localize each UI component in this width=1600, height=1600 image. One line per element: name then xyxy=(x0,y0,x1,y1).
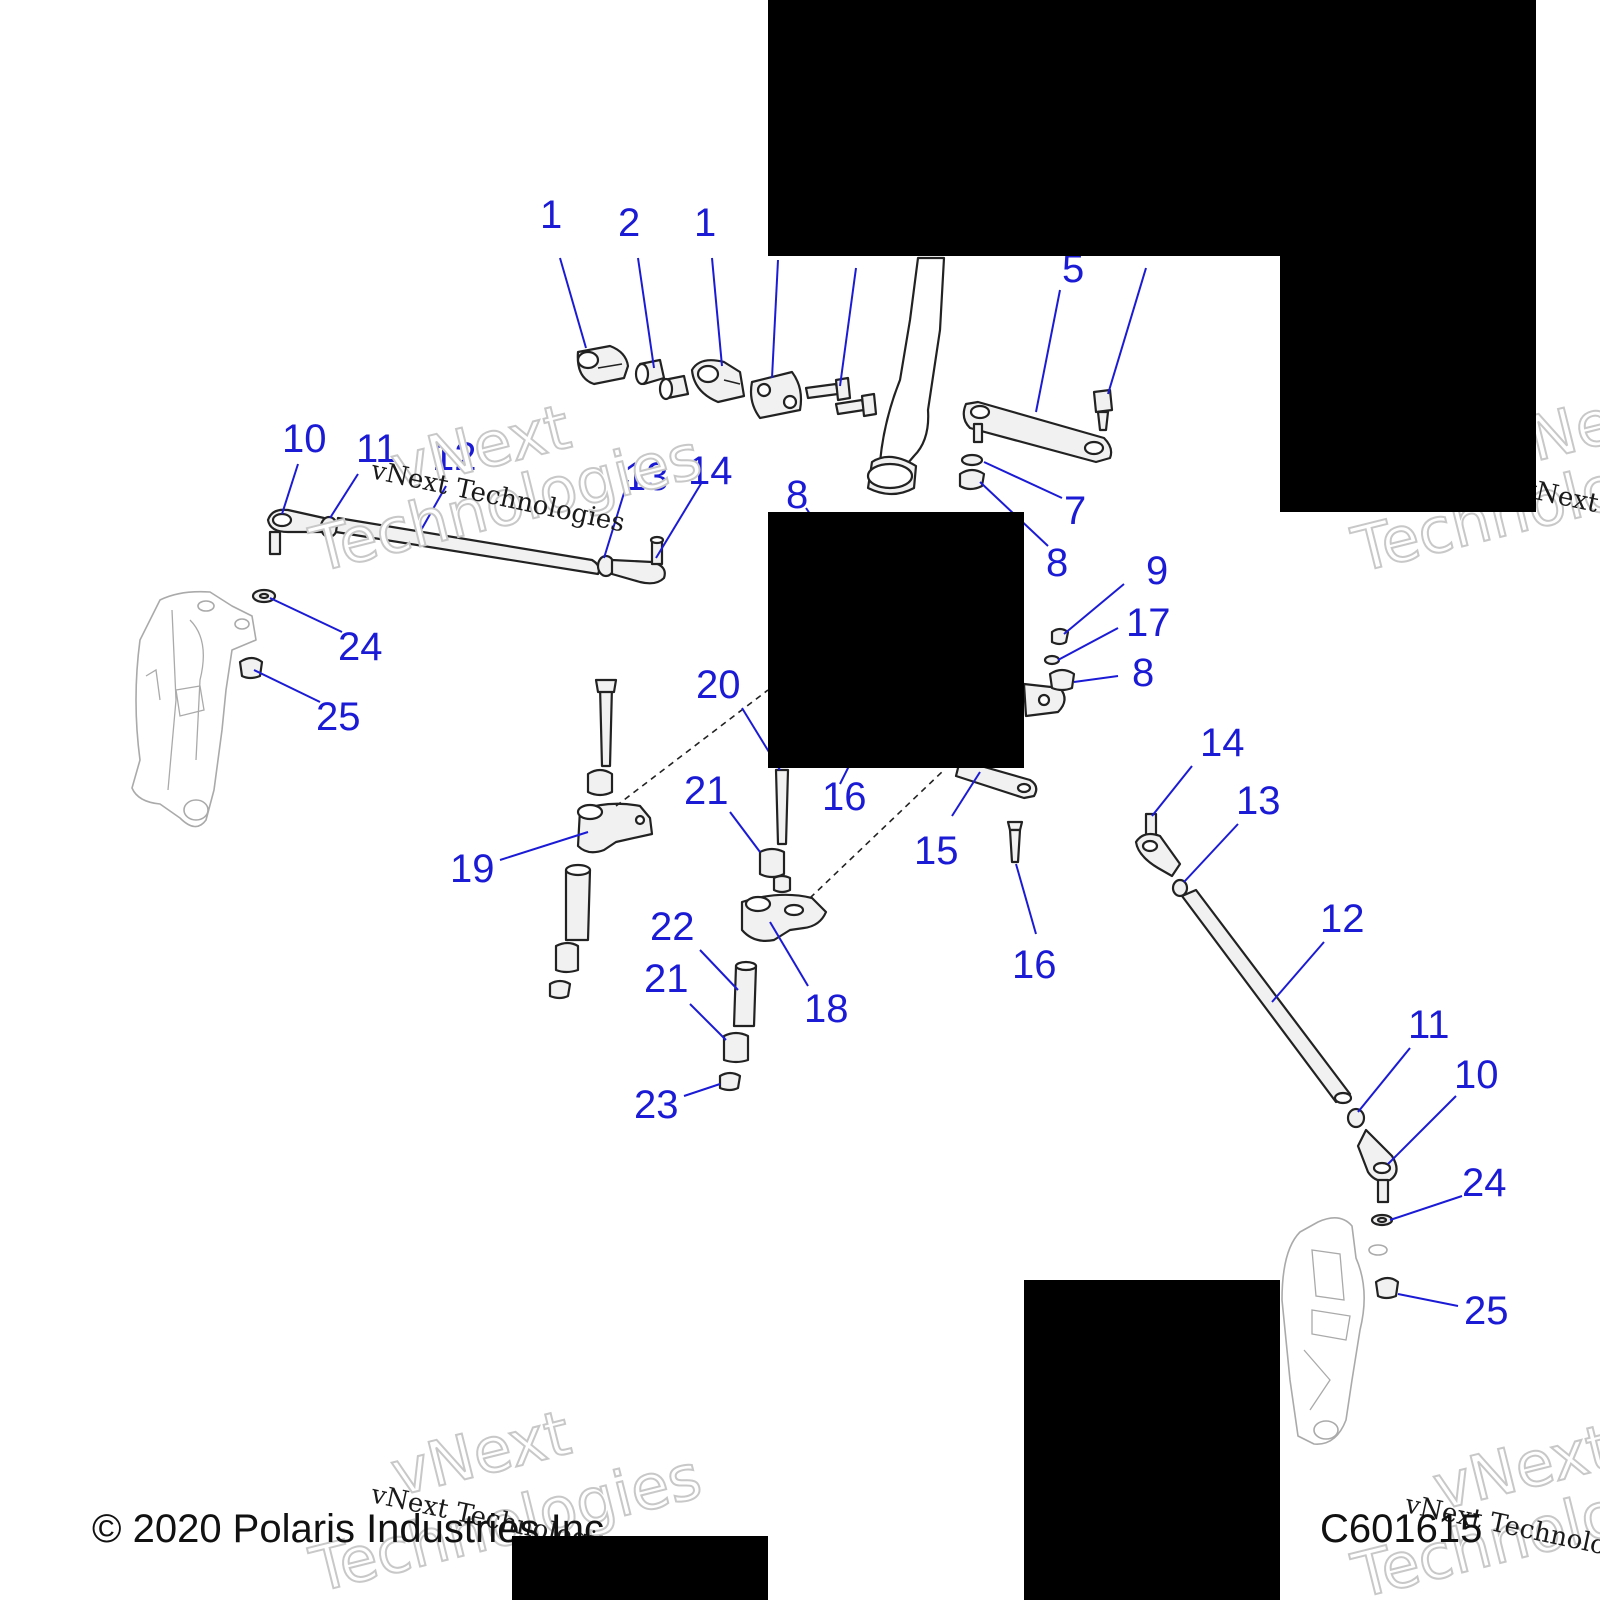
part-17-washer xyxy=(1043,654,1061,666)
callout-13: 13 xyxy=(624,455,669,499)
callout-18: 18 xyxy=(804,987,849,1031)
part-24-washer-right xyxy=(1370,1213,1394,1227)
callout-11: 11 xyxy=(356,427,398,471)
callout-8: 8 xyxy=(786,473,808,517)
part-16-bolt xyxy=(1006,820,1024,864)
callout-22: 22 xyxy=(650,905,695,949)
callout-16: 16 xyxy=(822,775,867,819)
callout-25: 25 xyxy=(1464,1289,1509,1333)
part-11-jam-nut-right xyxy=(1346,1107,1366,1129)
callout-23: 23 xyxy=(634,1083,679,1127)
callout-1: 1 xyxy=(540,193,562,237)
callout-25: 25 xyxy=(316,695,361,739)
callout-14: 14 xyxy=(688,449,733,493)
part-14-tie-rod-end-right xyxy=(1134,812,1182,878)
diagram-code: C601615 xyxy=(1320,1507,1482,1551)
part-15-center-link xyxy=(954,758,1038,800)
callout-24: 24 xyxy=(338,625,383,669)
part-24-washer-left xyxy=(251,588,277,604)
part-25-nut-right xyxy=(1374,1276,1400,1300)
callout-9: 9 xyxy=(1146,549,1168,593)
callout-1: 1 xyxy=(694,201,716,245)
part-14-tie-rod-end-left xyxy=(610,535,666,585)
callout-15: 15 xyxy=(914,829,959,873)
part-1-clamp-left xyxy=(576,344,630,386)
callout-8: 8 xyxy=(1046,541,1068,585)
callout-12: 12 xyxy=(432,435,477,479)
callout-17: 17 xyxy=(1126,601,1171,645)
callout-2: 2 xyxy=(618,201,640,245)
redaction-block-bottom-right xyxy=(1024,1280,1280,1600)
callout-21: 21 xyxy=(684,769,729,813)
callout-labels: 1 2 1 5 10 11 12 13 14 8 7 8 9 17 8 24 2… xyxy=(282,193,1509,1333)
part-steering-column xyxy=(866,256,946,496)
callout-24: 24 xyxy=(1462,1161,1507,1205)
part-9-nut xyxy=(1050,627,1070,646)
part-knuckle-left xyxy=(131,590,257,828)
redaction-block-center xyxy=(768,512,1024,768)
callout-12: 12 xyxy=(1320,897,1365,941)
part-5-pitman-arm xyxy=(962,400,1113,464)
alignment-dashed-line-right xyxy=(809,769,945,899)
part-5-bolt xyxy=(1092,388,1114,432)
callout-20: 20 xyxy=(696,663,741,707)
callout-5: 5 xyxy=(1062,247,1084,291)
part-18-idler-arm xyxy=(718,768,828,1092)
callout-16: 16 xyxy=(1012,943,1057,987)
callout-7: 7 xyxy=(1064,489,1086,533)
part-12-tie-rod-right xyxy=(1180,888,1353,1105)
callout-8: 8 xyxy=(1132,651,1154,695)
redaction-block-top xyxy=(768,0,1536,256)
redaction-blocks xyxy=(512,0,1536,1600)
part-19-idler-arm xyxy=(548,678,654,1000)
part-knuckle-right xyxy=(1281,1217,1388,1445)
part-1-clamp-right xyxy=(690,359,746,404)
callout-10: 10 xyxy=(282,417,327,461)
part-10-tie-rod-end-right xyxy=(1356,1128,1398,1204)
callout-13: 13 xyxy=(1236,779,1281,823)
part-8-nut-top xyxy=(958,468,986,491)
callout-10: 10 xyxy=(1454,1053,1499,1097)
callout-21: 21 xyxy=(644,957,689,1001)
callout-19: 19 xyxy=(450,847,495,891)
callout-11: 11 xyxy=(1408,1003,1450,1047)
watermark-lower-right: vNext Technologies vNext Technologies xyxy=(1344,1409,1600,1600)
part-link-plate xyxy=(749,370,803,420)
part-7-washer xyxy=(960,453,984,467)
part-13-jam-nut-right xyxy=(1171,878,1189,898)
redaction-block-bottom xyxy=(512,1536,768,1600)
redaction-block-top-right xyxy=(1280,256,1536,512)
leader-lines xyxy=(253,257,1463,1307)
part-8-nut-right xyxy=(1048,668,1076,692)
part-25-nut-left xyxy=(238,656,264,680)
part-8-bracket-right xyxy=(1022,682,1066,718)
callout-14: 14 xyxy=(1200,721,1245,765)
part-2-spacers xyxy=(634,358,690,401)
